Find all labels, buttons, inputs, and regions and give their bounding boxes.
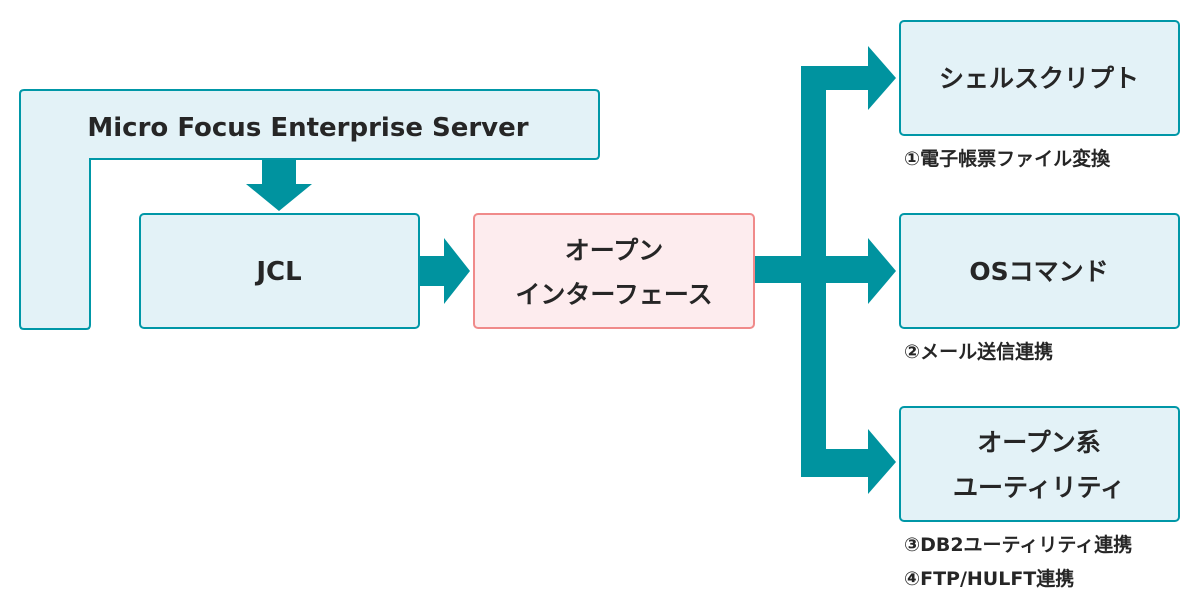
arrow-jcl-to-interface xyxy=(420,238,470,304)
open-interface-box xyxy=(473,213,755,329)
arrow-to-os-command xyxy=(801,238,896,304)
arrow-to-shell-script xyxy=(801,46,896,110)
arrow-server-to-jcl xyxy=(246,160,312,211)
open-utility-note-ftp: ④FTP/HULFT連携 xyxy=(904,567,1074,590)
shell-script-note: ①電子帳票ファイル変換 xyxy=(904,147,1111,170)
shell-script-label: シェルスクリプト xyxy=(939,64,1139,93)
os-command-note: ②メール送信連携 xyxy=(904,340,1053,363)
os-command-box xyxy=(899,213,1180,329)
jcl-box xyxy=(139,213,420,329)
shell-script-box xyxy=(899,20,1180,136)
open-utility-box xyxy=(899,406,1180,522)
open-interface-label-line1: オープン xyxy=(565,236,664,265)
open-utility-label-line2: ユーティリティ xyxy=(953,473,1125,502)
open-utility-label-line1: オープン系 xyxy=(977,428,1101,457)
enterprise-server-label: Micro Focus Enterprise Server xyxy=(87,113,528,143)
open-utility-note-db2: ③DB2ユーティリティ連携 xyxy=(904,533,1132,556)
os-command-label: OSコマンド xyxy=(969,257,1108,286)
enterprise-server-box xyxy=(19,89,600,330)
jcl-label: JCL xyxy=(254,257,301,287)
arrow-to-open-utility xyxy=(801,429,896,494)
open-interface-label-line2: インターフェース xyxy=(515,280,712,309)
